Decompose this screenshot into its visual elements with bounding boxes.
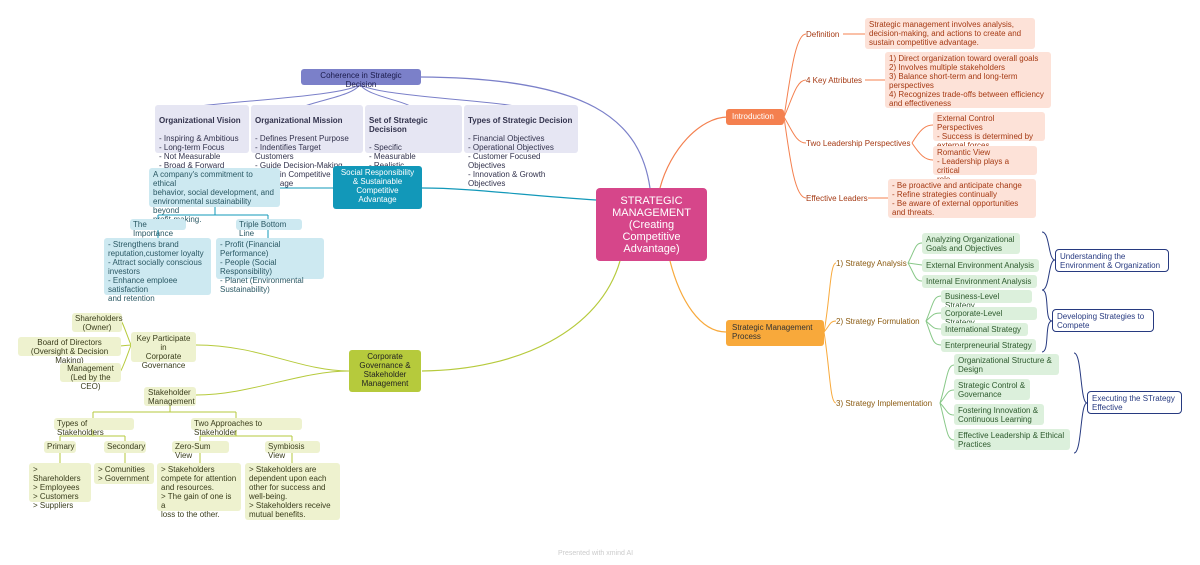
summary-bracket-3	[1073, 352, 1088, 454]
types-of-stakeholders-label[interactable]: Types of Stakeholders	[54, 418, 134, 437]
primary-list[interactable]: > Shareholders > Employees > Customers >…	[29, 463, 91, 510]
attributes-text[interactable]: 1) Direct organization toward overall go…	[885, 52, 1051, 108]
effective-leaders-label[interactable]: Effective Leaders	[806, 194, 868, 203]
summary-understanding[interactable]: Understanding the Environment & Organiza…	[1055, 249, 1169, 272]
secondary-label[interactable]: Secondary	[104, 441, 146, 453]
card-types-of-strategic-decision[interactable]: Types of Strategic Decision - Financial …	[464, 105, 578, 188]
central-topic[interactable]: STRATEGIC MANAGEMENT (Creating Competiti…	[596, 188, 707, 261]
strategy-formulation-label[interactable]: 2) Strategy Formulation	[836, 317, 920, 326]
definition-text[interactable]: Strategic management involves analysis, …	[865, 18, 1035, 49]
romantic-view[interactable]: Romantic View - Leadership plays a criti…	[933, 146, 1037, 184]
attributes-label[interactable]: 4 Key Attributes	[806, 76, 863, 85]
social-definition[interactable]: A company's commitment to ethical behavi…	[149, 168, 280, 224]
board-of-directors-node[interactable]: Board of Directors (Oversight & Decision…	[18, 337, 121, 365]
two-approaches-label[interactable]: Two Approaches to Stakeholder	[191, 418, 302, 437]
symbiosis-view-label[interactable]: Symbiosis View	[265, 441, 320, 460]
card-set-of-strategic-decision[interactable]: Set of Strategic Decisison - Specific - …	[365, 105, 462, 179]
card-title: Organizational Mission	[255, 116, 343, 125]
external-control-perspective[interactable]: External Control Perspectives - Success …	[933, 112, 1045, 150]
summary-executing[interactable]: Executing the STrategy Effective	[1087, 391, 1182, 414]
the-importance-label[interactable]: The Importance	[130, 219, 186, 238]
card-body: - Financial Objectives - Operational Obj…	[468, 134, 554, 188]
card-organizational-vision[interactable]: Organizational Vision - Inspiring & Ambi…	[155, 105, 249, 179]
formulation-item-entrepreneurial[interactable]: Enterpreneurial Strategy	[941, 339, 1036, 352]
analysis-item-internal[interactable]: Internal Environment Analysis	[922, 275, 1037, 288]
leadership-label[interactable]: Two Leadership Perspectives	[806, 139, 911, 148]
triple-bottom-line-label[interactable]: Triple Bottom Line	[236, 219, 302, 238]
card-organizational-mission[interactable]: Organizational Mission - Defines Present…	[251, 105, 363, 188]
summary-bracket-2	[1041, 289, 1053, 353]
definition-label[interactable]: Definition	[806, 30, 840, 39]
connector-coherence	[419, 76, 651, 189]
connector-process	[669, 260, 727, 333]
secondary-list[interactable]: > Comunities > Government	[94, 463, 154, 484]
summary-bracket-1	[1041, 231, 1056, 291]
social-responsibility-node[interactable]: Social Responsibility & Sustainable Comp…	[333, 166, 422, 209]
connector-introduction	[659, 116, 729, 189]
impl-item-control[interactable]: Strategic Control & Governance	[954, 379, 1030, 400]
triple-bottom-line-text[interactable]: - Profit (Financial Performance) - Peopl…	[216, 238, 324, 294]
card-title: Types of Strategic Decision	[468, 116, 573, 125]
coherence-node[interactable]: Coherence in Strategic Decision	[301, 69, 421, 89]
formulation-item-corporate[interactable]: Corporate-Level Strategy	[941, 307, 1037, 327]
analysis-item-external[interactable]: External Environment Analysis	[922, 259, 1039, 272]
impl-item-innovation[interactable]: Fostering Innovation & Continuous Learni…	[954, 404, 1044, 425]
shareholders-node[interactable]: Shareholders (Owner)	[72, 313, 123, 332]
impl-item-leadership[interactable]: Effective Leadership & Ethical Practices	[954, 429, 1070, 450]
stakeholder-management-label[interactable]: Stakeholder Management	[144, 387, 196, 406]
strategy-analysis-label[interactable]: 1) Strategy Analysis	[836, 259, 907, 268]
primary-label[interactable]: Primary	[44, 441, 76, 453]
process-node[interactable]: Strategic Management Process	[726, 320, 824, 346]
governance-node[interactable]: Corporate Governance & Stakeholder Manag…	[349, 350, 421, 392]
formulation-item-business[interactable]: Business-Level Strategy	[941, 290, 1032, 310]
symbiosis-text[interactable]: > Stakeholders are dependent upon each o…	[245, 463, 340, 520]
strategy-implementation-label[interactable]: 3) Strategy Implementation	[836, 399, 933, 408]
summary-developing[interactable]: Developing Strategies to Compete	[1052, 309, 1154, 332]
card-title: Set of Strategic Decisison	[369, 116, 428, 134]
impl-item-structure[interactable]: Organizational Structure & Design	[954, 354, 1059, 375]
effective-leaders-text[interactable]: - Be proactive and anticipate change - R…	[888, 179, 1036, 218]
connector-social	[421, 187, 597, 201]
watermark: Presented with xmind AI	[558, 550, 634, 557]
zero-sum-view-label[interactable]: Zero-Sum View	[172, 441, 229, 460]
analysis-item-goals[interactable]: Analyzing Organizational Goals and Objec…	[922, 233, 1020, 254]
zero-sum-text[interactable]: > Stakeholders compete for attention and…	[157, 463, 241, 519]
introduction-node[interactable]: Introduction	[726, 109, 784, 125]
connector-governance	[421, 260, 621, 372]
importance-text[interactable]: - Strengthens brand reputation,customer …	[104, 238, 211, 303]
management-node[interactable]: Management (Led by the CEO)	[60, 363, 121, 391]
formulation-item-international[interactable]: International Strategy	[941, 323, 1028, 336]
key-participants-label[interactable]: Key Participate in Corporate Governance	[131, 332, 196, 370]
card-title: Organizational Vision	[159, 116, 241, 125]
